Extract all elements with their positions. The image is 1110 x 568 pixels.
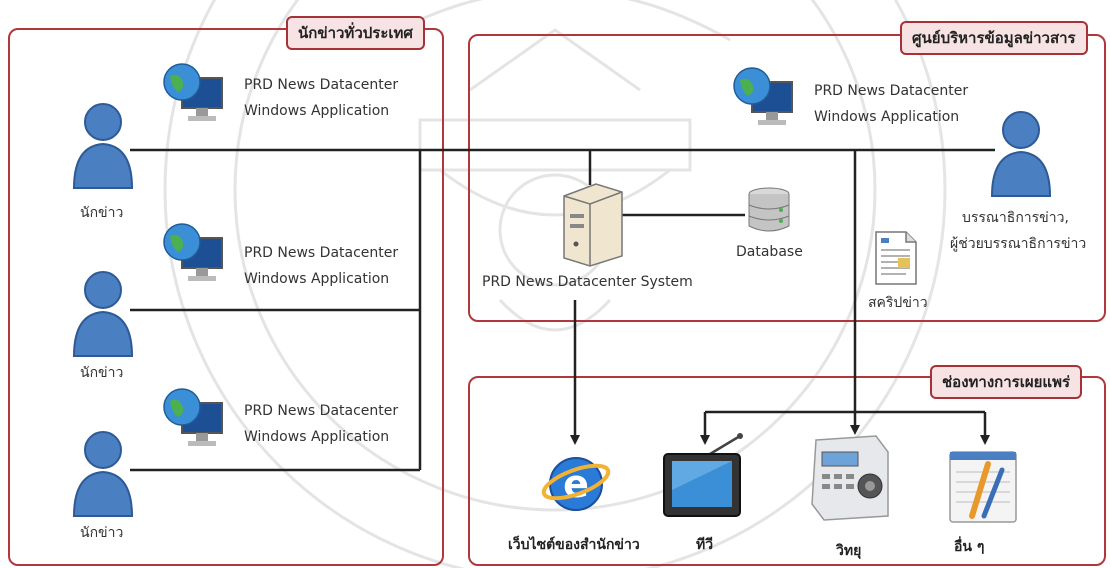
channels-panel-title: ช่องทางการเผยแพร่	[930, 365, 1083, 399]
app-3-label-line2: Windows Application	[244, 429, 390, 445]
reporter-3-person-icon	[72, 431, 134, 517]
app-1-label-line2: Windows Application	[244, 103, 390, 119]
web-browser-icon: e	[541, 457, 611, 511]
server-label: PRD News Datacenter System	[482, 274, 693, 290]
app-2-label-line1: PRD News Datacenter	[244, 245, 399, 261]
app-3-label: PRD News Datacenter Windows Application	[244, 398, 398, 450]
editor-label-line2: ผู้ช่วยบรรณาธิการข่าว	[950, 236, 1087, 252]
center-panel-title: ศูนย์บริหารข้อมูลข่าวสาร	[900, 21, 1088, 55]
tv-icon	[663, 433, 743, 517]
app-1-globe-monitor-icon	[163, 63, 223, 121]
editor-person-icon	[990, 111, 1052, 197]
app-2-label-line2: Windows Application	[244, 271, 390, 287]
editor-label-line1: บรรณาธิการข่าว,	[962, 210, 1069, 226]
app-3-globe-monitor-icon	[163, 388, 223, 446]
reporter-2-person-icon	[72, 271, 134, 357]
news-script-document-icon	[875, 231, 917, 285]
app-2-globe-monitor-icon	[163, 223, 223, 281]
news-script-label: สคริปข่าว	[868, 295, 928, 311]
reporter-1-label: นักข่าว	[80, 205, 124, 221]
reporter-3-label: นักข่าว	[80, 525, 124, 541]
database-label: Database	[736, 244, 803, 260]
channels-panel	[468, 376, 1106, 566]
app-1-label: PRD News Datacenter Windows Application	[244, 72, 398, 124]
reporter-1-person-icon	[72, 103, 134, 189]
app-4-label-line2: Windows Application	[814, 109, 960, 125]
app-3-label-line1: PRD News Datacenter	[244, 403, 399, 419]
database-icon	[748, 187, 790, 232]
reporters-panel-title: นักข่าวทั่วประเทศ	[286, 16, 425, 50]
reporters-panel	[8, 28, 444, 566]
other-channels-notebook-icon	[949, 451, 1017, 523]
app-4-label: PRD News Datacenter Windows Application	[814, 78, 968, 130]
web-channel-label: เว็บไซต์ของสำนักข่าว	[508, 537, 640, 553]
app-4-label-line1: PRD News Datacenter	[814, 83, 969, 99]
other-channel-label: อื่น ๆ	[954, 539, 985, 555]
radio-icon	[811, 435, 889, 521]
app-4-globe-monitor-icon	[733, 67, 793, 125]
server-icon	[563, 183, 623, 267]
app-1-label-line1: PRD News Datacenter	[244, 77, 399, 93]
tv-channel-label: ทีวี	[696, 537, 714, 553]
app-2-label: PRD News Datacenter Windows Application	[244, 240, 398, 292]
center-panel	[468, 34, 1106, 322]
reporter-2-label: นักข่าว	[80, 365, 124, 381]
radio-channel-label: วิทยุ	[836, 543, 862, 559]
